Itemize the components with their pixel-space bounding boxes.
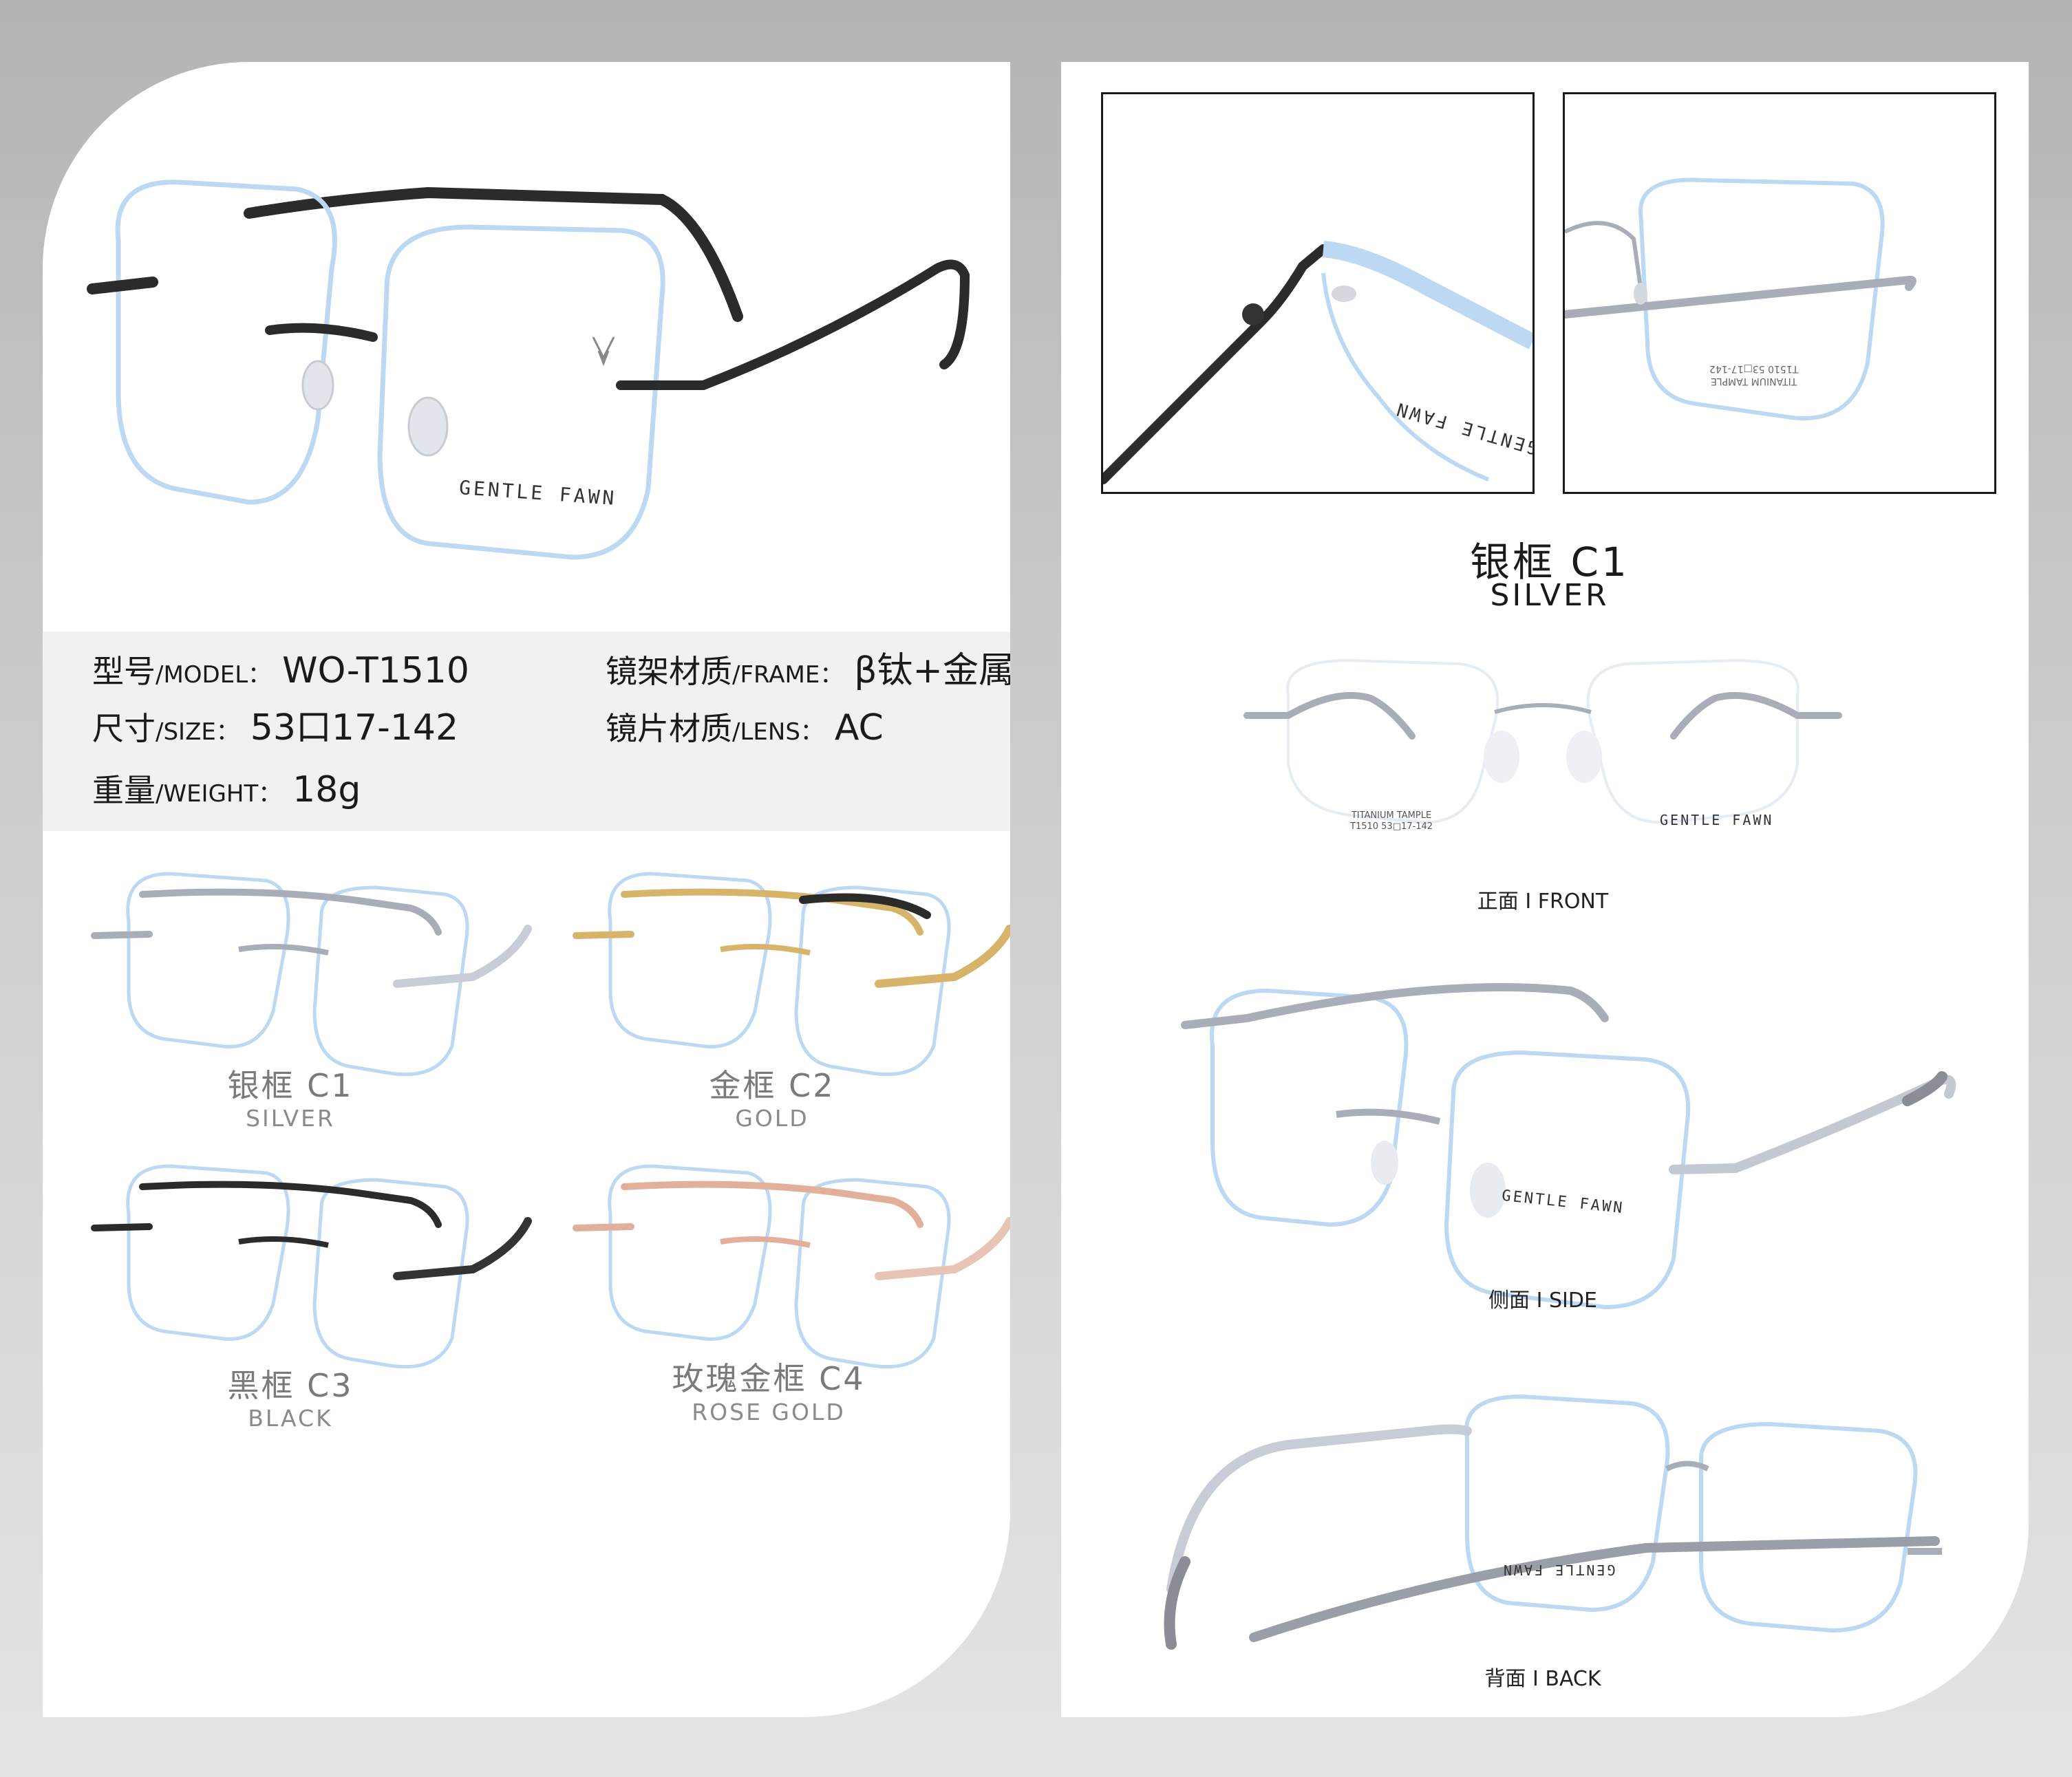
variant-black-name: 黑框 C3 (227, 1367, 354, 1404)
front-view-brand: GENTLE FAWN (1660, 812, 1774, 828)
spec-band (43, 632, 1010, 831)
spec-model: 型号/MODEL： WO-T1510 (92, 650, 469, 691)
front-view-image (1243, 658, 1842, 824)
variant-black-image (91, 1164, 532, 1369)
variant-gold-name: 金框 C2 (709, 1067, 835, 1104)
detail-hinge-image (1103, 241, 1532, 484)
spec-size: 尺寸/SIZE： 53口17-142 (92, 707, 459, 749)
variant-silver-en: SILVER (246, 1105, 335, 1132)
side-view-label: 侧面 I SIDE (1488, 1289, 1597, 1313)
variant-rosegold-en: ROSE GOLD (692, 1399, 846, 1425)
spec-frame: 镜架材质/FRAME： β钛+金属 (606, 650, 1010, 691)
right-color-subtitle: SILVER (1490, 578, 1610, 613)
variant-silver-image (91, 872, 532, 1077)
front-view-temple-text: TITANIUM TAMPLE T1510 53□17-142 (1350, 810, 1433, 832)
back-view-label: 背面 I BACK (1484, 1667, 1601, 1691)
detail-temple-box: TITANIUM TAMPLE T1510 53□17-142 (1563, 92, 1996, 494)
spec-lens: 镜片材质/LENS： AC (606, 707, 884, 749)
back-view-brand: GENTLE FAWN (1502, 1562, 1616, 1578)
front-view-label: 正面 I FRONT (1477, 890, 1609, 914)
variant-gold-en: GOLD (735, 1105, 809, 1132)
detail-temple-image (1565, 177, 1916, 420)
side-view-image (1181, 983, 1956, 1310)
back-view-image (1164, 1394, 1942, 1650)
detail-temple-text: TITANIUM TAMPLE T1510 53□17-142 (1709, 363, 1799, 387)
spec-weight: 重量/WEIGHT： 18g (92, 769, 361, 810)
variant-silver-name: 银框 C1 (227, 1067, 354, 1104)
variant-gold-image (573, 872, 1010, 1077)
variant-rosegold-image (573, 1164, 1010, 1369)
hero-glasses-image (87, 180, 970, 560)
variant-rosegold-name: 玫瑰金框 C4 (672, 1360, 866, 1397)
right-color-title: 银框 C1 (1470, 539, 1630, 585)
right-panel: GENTLE FAWN TITANIUM TAMPLE T1510 53□17-… (1061, 62, 2029, 1717)
variant-black-en: BLACK (248, 1405, 333, 1432)
left-panel: GENTLE FAWN 型号/MODEL： WO-T1510 尺寸/SIZE： … (43, 62, 1010, 1717)
detail-hinge-box: GENTLE FAWN (1101, 92, 1535, 494)
